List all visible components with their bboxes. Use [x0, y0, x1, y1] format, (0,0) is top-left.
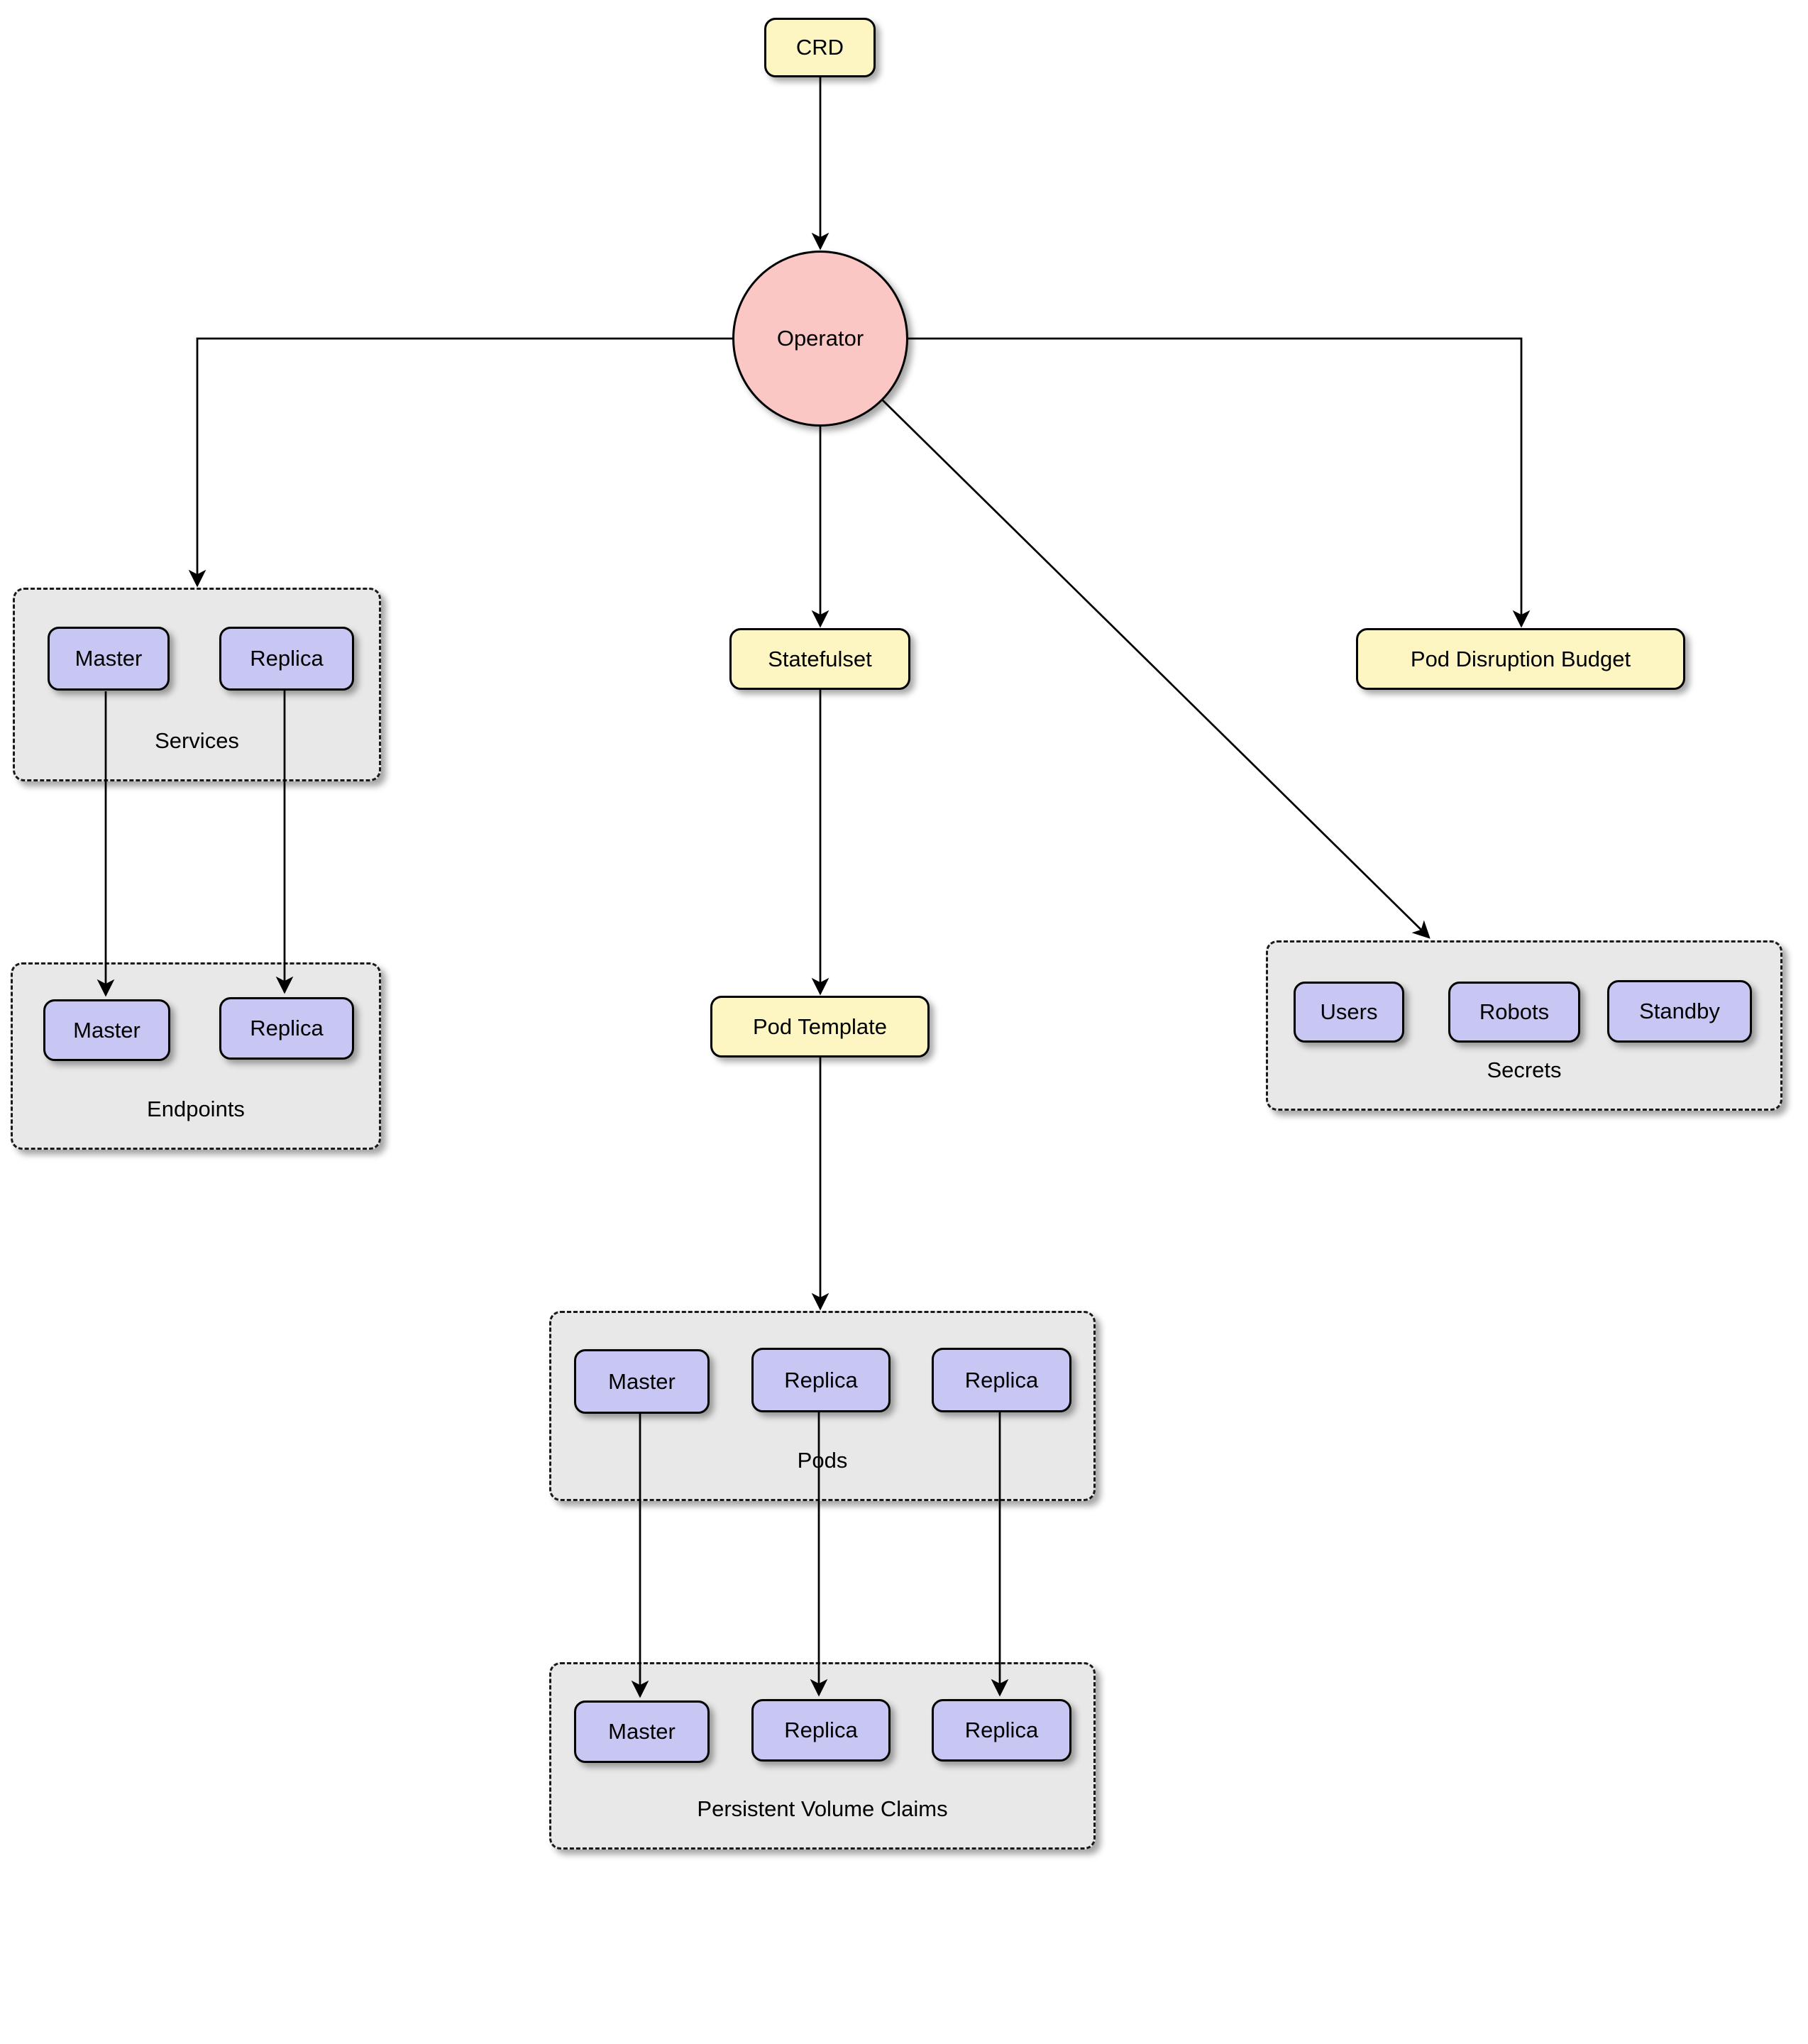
- node-pvc-master: Master: [574, 1700, 710, 1763]
- node-statefulset: Statefulset: [729, 628, 910, 690]
- node-pod-template: Pod Template: [710, 996, 930, 1057]
- edge-operator-to-pdb: [908, 337, 1531, 628]
- node-pods-replica2: Replica: [932, 1348, 1071, 1412]
- group-label-secrets: Secrets: [1487, 1057, 1562, 1082]
- node-pods-replica1: Replica: [751, 1348, 891, 1412]
- group-secrets: Users Robots Standby Secrets: [1266, 940, 1782, 1111]
- node-endpoints-replica: Replica: [219, 997, 354, 1060]
- node-pvc-replica1: Replica: [751, 1699, 891, 1762]
- group-label-endpoints: Endpoints: [147, 1097, 245, 1121]
- group-label-services: Services: [155, 728, 239, 753]
- group-label-persistent-volume-claims: Persistent Volume Claims: [697, 1796, 948, 1821]
- node-pod-disruption-budget: Pod Disruption Budget: [1356, 628, 1685, 690]
- node-operator: Operator: [732, 251, 908, 427]
- node-services-replica: Replica: [219, 627, 354, 691]
- node-secrets-standby: Standby: [1607, 980, 1752, 1043]
- group-endpoints: Master Replica Endpoints: [11, 962, 381, 1150]
- node-secrets-robots: Robots: [1448, 982, 1580, 1043]
- group-pods: Master Replica Replica Pods: [549, 1311, 1096, 1501]
- group-services: Master Replica Services: [13, 588, 381, 781]
- node-secrets-users: Users: [1294, 982, 1404, 1043]
- group-label-pods: Pods: [797, 1448, 848, 1473]
- edge-operator-to-services: [188, 337, 732, 588]
- group-persistent-volume-claims: Master Replica Replica Persistent Volume…: [549, 1662, 1096, 1850]
- node-crd: CRD: [764, 18, 876, 77]
- node-services-master: Master: [48, 627, 170, 691]
- edge-operator-to-secrets: [882, 400, 1431, 939]
- node-pods-master: Master: [574, 1349, 710, 1414]
- node-pvc-replica2: Replica: [932, 1699, 1071, 1762]
- node-endpoints-master: Master: [43, 999, 170, 1061]
